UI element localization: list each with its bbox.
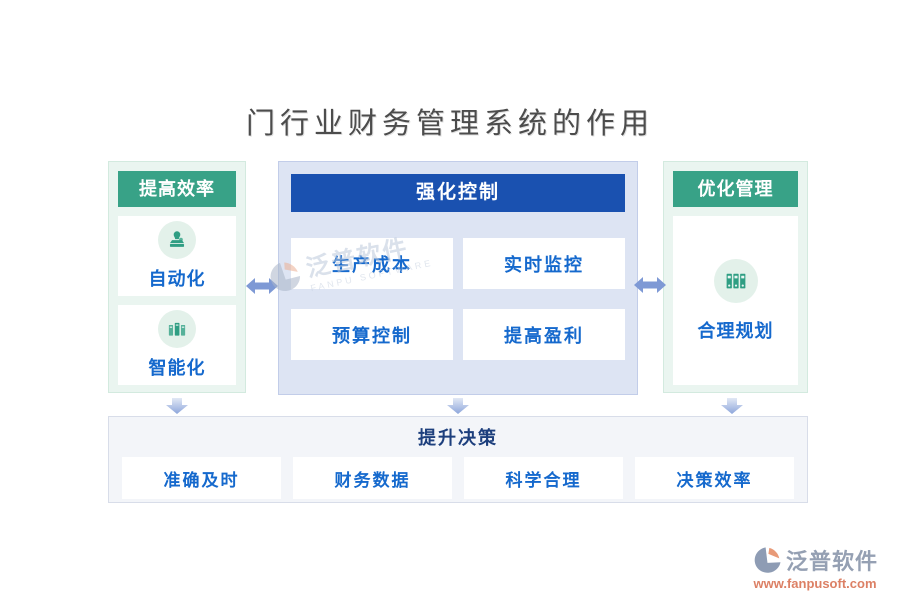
card-decision-efficiency: 决策效率 [635, 457, 794, 499]
card-rational-planning: 合理规划 [673, 216, 798, 385]
card-realtime-monitoring: 实时监控 [463, 238, 625, 289]
panel-optimize-management: 优化管理 合理规划 [663, 161, 808, 393]
card-increase-profit: 提高盈利 [463, 309, 625, 360]
fanpu-logo-icon [754, 547, 781, 573]
card-intelligence: 智能化 [118, 305, 236, 385]
double-arrow-left-center [246, 278, 278, 294]
panel-improve-efficiency: 提高效率 自动化 [108, 161, 246, 393]
footer-url: www.fanpusoft.com [753, 576, 877, 591]
double-arrow-center-right [634, 277, 666, 293]
card-automation: 自动化 [118, 216, 236, 296]
panel-header-optimize-management: 优化管理 [673, 171, 798, 207]
down-arrow-left [166, 398, 188, 414]
panel-header-improve-efficiency: 提高效率 [118, 171, 236, 207]
down-arrow-center [447, 398, 469, 414]
card-budget-control: 预算控制 [291, 309, 453, 360]
panel-strengthen-control: 强化控制 生产成本 实时监控 预算控制 提高盈利 [278, 161, 638, 395]
card-financial-data: 财务数据 [293, 457, 452, 499]
card-production-cost: 生产成本 [291, 238, 453, 289]
panel-header-improve-decision: 提升决策 [418, 428, 498, 448]
card-label-automation: 自动化 [148, 269, 206, 289]
control-items-grid: 生产成本 实时监控 预算控制 提高盈利 [291, 238, 625, 360]
down-arrow-right [721, 398, 743, 414]
footer-brand-name: 泛普软件 [786, 549, 879, 574]
card-label-rational-planning: 合理规划 [697, 320, 774, 341]
panel-improve-decision: 提升决策 准确及时 财务数据 科学合理 决策效率 [108, 416, 808, 503]
books-icon [158, 310, 196, 348]
page-title: 门行业财务管理系统的作用 [245, 108, 654, 140]
binders-icon [713, 258, 758, 303]
card-scientific-rational: 科学合理 [464, 457, 623, 499]
footer-brand: 泛普软件 www.fanpusoft.com [752, 544, 878, 591]
panel-header-strengthen-control: 强化控制 [291, 174, 625, 212]
card-accurate-timely: 准确及时 [122, 457, 281, 499]
decision-items-row: 准确及时 财务数据 科学合理 决策效率 [122, 457, 794, 499]
stamp-icon [158, 221, 196, 259]
card-label-intelligence: 智能化 [148, 358, 206, 378]
